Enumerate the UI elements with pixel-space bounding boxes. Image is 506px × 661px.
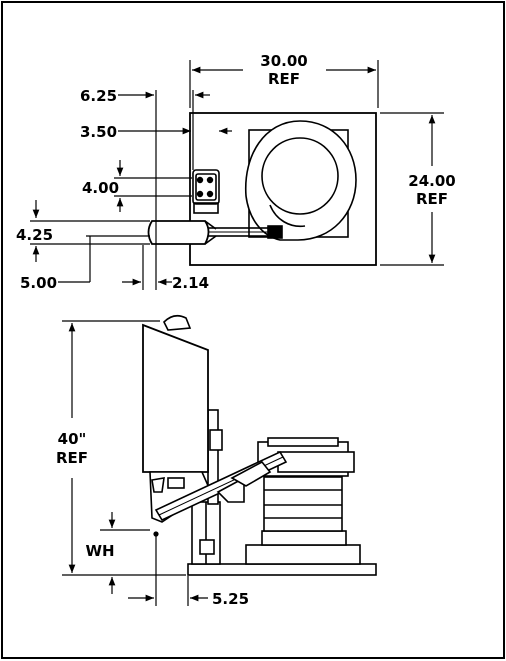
width-dim-ref: REF [268,70,300,88]
side-view [142,314,377,576]
floor-plate [187,563,377,576]
top-view [147,112,377,266]
applicator [147,220,210,245]
wh-label: WH [85,542,114,560]
bowl-drive [263,476,343,532]
side-view-dimensions [62,320,208,606]
top-view-dimensions [30,60,444,290]
depth-dim-value: 24.00 [408,172,455,190]
dim-5-25: 5.25 [212,590,249,608]
applicator-head [142,323,209,473]
dim-5-00: 5.00 [20,274,57,292]
dim-2-14: 2.14 [172,274,209,292]
height-dim-ref: REF [56,449,88,467]
depth-dim-ref: REF [416,190,448,208]
base-plate [189,112,377,266]
dim-4-00: 4.00 [82,179,119,197]
bowl-inner [261,137,339,215]
width-dim-value: 30.00 [260,52,307,70]
dim-6-25: 6.25 [80,87,117,105]
height-dim-value: 40" [58,430,87,448]
dim-4-25: 4.25 [16,226,53,244]
dim-3-50: 3.50 [80,123,117,141]
escapement [192,169,220,205]
